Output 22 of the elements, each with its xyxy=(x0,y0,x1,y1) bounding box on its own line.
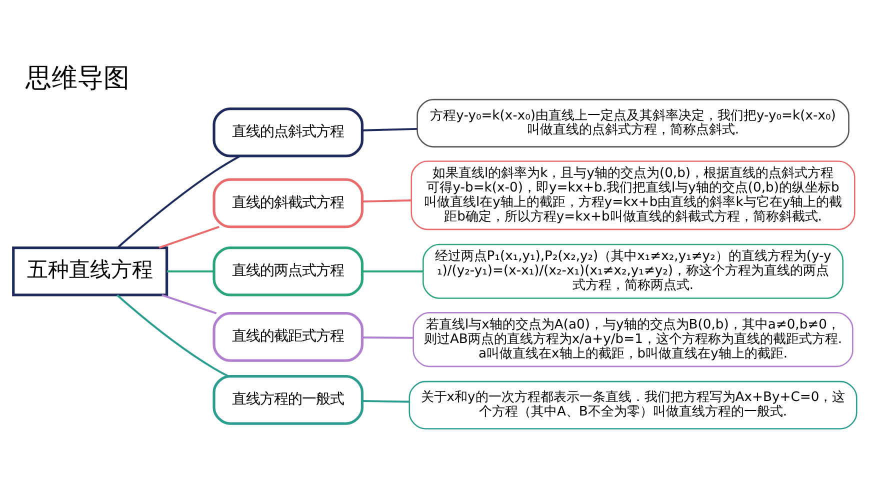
node-box: 如果直线l的斜率为k，且与y轴的交点为(0,b)，根据直线的点斜式方程可得y-b=k(x-0)，即y=kx+b.我们把直线l与y轴的交点(0,b)的纵坐标b叫做直线l在y轴上的截距，方程y=kx+b由直线的斜率k与它在y轴上的截距b确定，所以方程y=kx+b叫做直线的斜截式方程，简称斜截式. xyxy=(410,160,856,230)
node-box: 直线的点斜式方程 xyxy=(212,107,364,158)
connector xyxy=(166,270,214,272)
node-box: 直线的两点式方程 xyxy=(212,246,364,296)
node-box: 五种直线方程 xyxy=(12,246,168,296)
connector xyxy=(116,294,229,378)
connector xyxy=(158,226,220,249)
node-box: 直线方程的一般式 xyxy=(212,374,364,425)
node-box: 方程y-y₀=k(x-x₀)由直线上一定点及其斜率决定，我们把y-y₀=k(x-x₀)叫做直线的点斜式方程，简称点斜式. xyxy=(416,98,850,148)
node-box: 经过两点P₁(x₁,y₁),P₂(x₂,y₂)（其中x₁≠x₂,y₁≠y₂）的直线方程为(y-y₁)/(y₂-y₁)=(x-x₁)/(x₂-x₁)(x₁≠x₂,y₁≠y₂)，称这个方程为直线的两点式方程，简称两点式. xyxy=(422,244,844,299)
connector xyxy=(362,270,423,272)
node-box: 直线的斜截式方程 xyxy=(212,178,364,228)
connector xyxy=(116,155,240,248)
node-box: 关于x和y的一次方程都表示一条直线．我们把方程写为Ax+By+C=0，这个方程（其中A、B不全为零）叫做直线方程的一般式. xyxy=(408,380,858,430)
connector xyxy=(362,199,412,202)
diagram-title: 思维导图 xyxy=(26,63,130,94)
connector xyxy=(362,336,414,339)
connector xyxy=(162,294,217,314)
node-box: 若直线l与x轴的交点为A(a0)，与y轴的交点为B(0,b)，其中a≠0,b≠0，则过AB两点的直线方程为x/a+y/b=1，这个方程称为直线的截距式方程.a叫做直线在x轴上的截距，b叫做直线在y轴上的截距. xyxy=(412,312,854,368)
connector xyxy=(362,400,410,403)
connector xyxy=(362,128,418,132)
node-box: 直线的截距式方程 xyxy=(212,312,364,362)
